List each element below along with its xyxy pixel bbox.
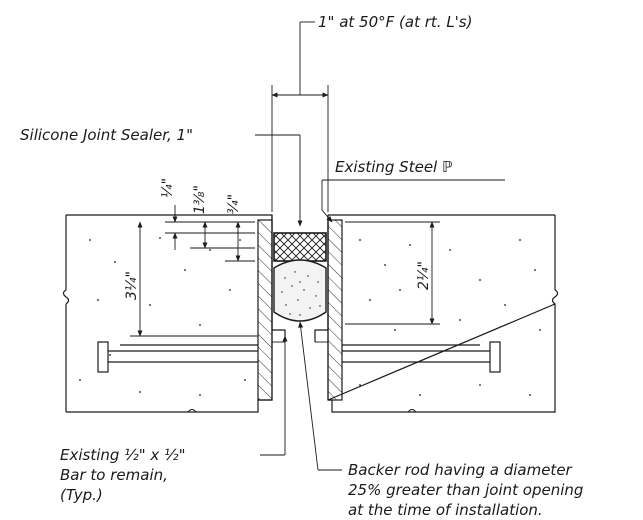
joint-gap-dimension — [271, 21, 329, 212]
right-vertical-dimension — [345, 221, 440, 325]
backer-rod — [273, 259, 327, 322]
dim-one-three-eighths-label: 1⅜" — [192, 185, 208, 214]
bar-note-line2: Bar to remain, — [60, 466, 168, 484]
backer-note-line2: 25% greater than joint opening — [348, 481, 583, 499]
bar-leader — [260, 335, 288, 456]
dim-quarter-label: ¼" — [160, 178, 176, 198]
bar-note-line3: (Typ.) — [60, 486, 103, 504]
dim-three-quarters-label: ¾" — [226, 194, 242, 214]
backer-note-line1: Backer rod having a diameter — [348, 461, 573, 479]
right-concrete-slab — [327, 214, 559, 413]
backer-note-line3: at the time of installation. — [348, 501, 543, 519]
sealer-note: Silicone Joint Sealer, 1" — [20, 126, 193, 144]
concrete-stipple — [79, 237, 541, 396]
sealer-leader — [255, 134, 303, 227]
silicone-joint-sealer — [273, 232, 327, 262]
left-vertical-dimensions — [130, 205, 258, 337]
left-steel-plate — [257, 219, 273, 401]
bar-note-line1: Existing ½" x ½" — [60, 446, 185, 464]
dim-three-and-quarter-label: 3¼" — [124, 271, 140, 300]
dim-two-and-quarter-label: 2¼" — [416, 261, 432, 290]
steel-plate-leader — [321, 179, 505, 223]
backer-rod-stipple — [281, 271, 321, 316]
left-concrete-slab — [62, 214, 273, 413]
steel-plate-note: Existing Steel ℙ — [335, 158, 453, 176]
left-anchor-bar — [97, 341, 258, 373]
right-anchor-bar — [342, 341, 501, 373]
backer-rod-leader — [298, 321, 342, 471]
right-steel-plate — [327, 219, 343, 401]
gap-note: 1" at 50°F (at rt. L's) — [318, 13, 472, 31]
